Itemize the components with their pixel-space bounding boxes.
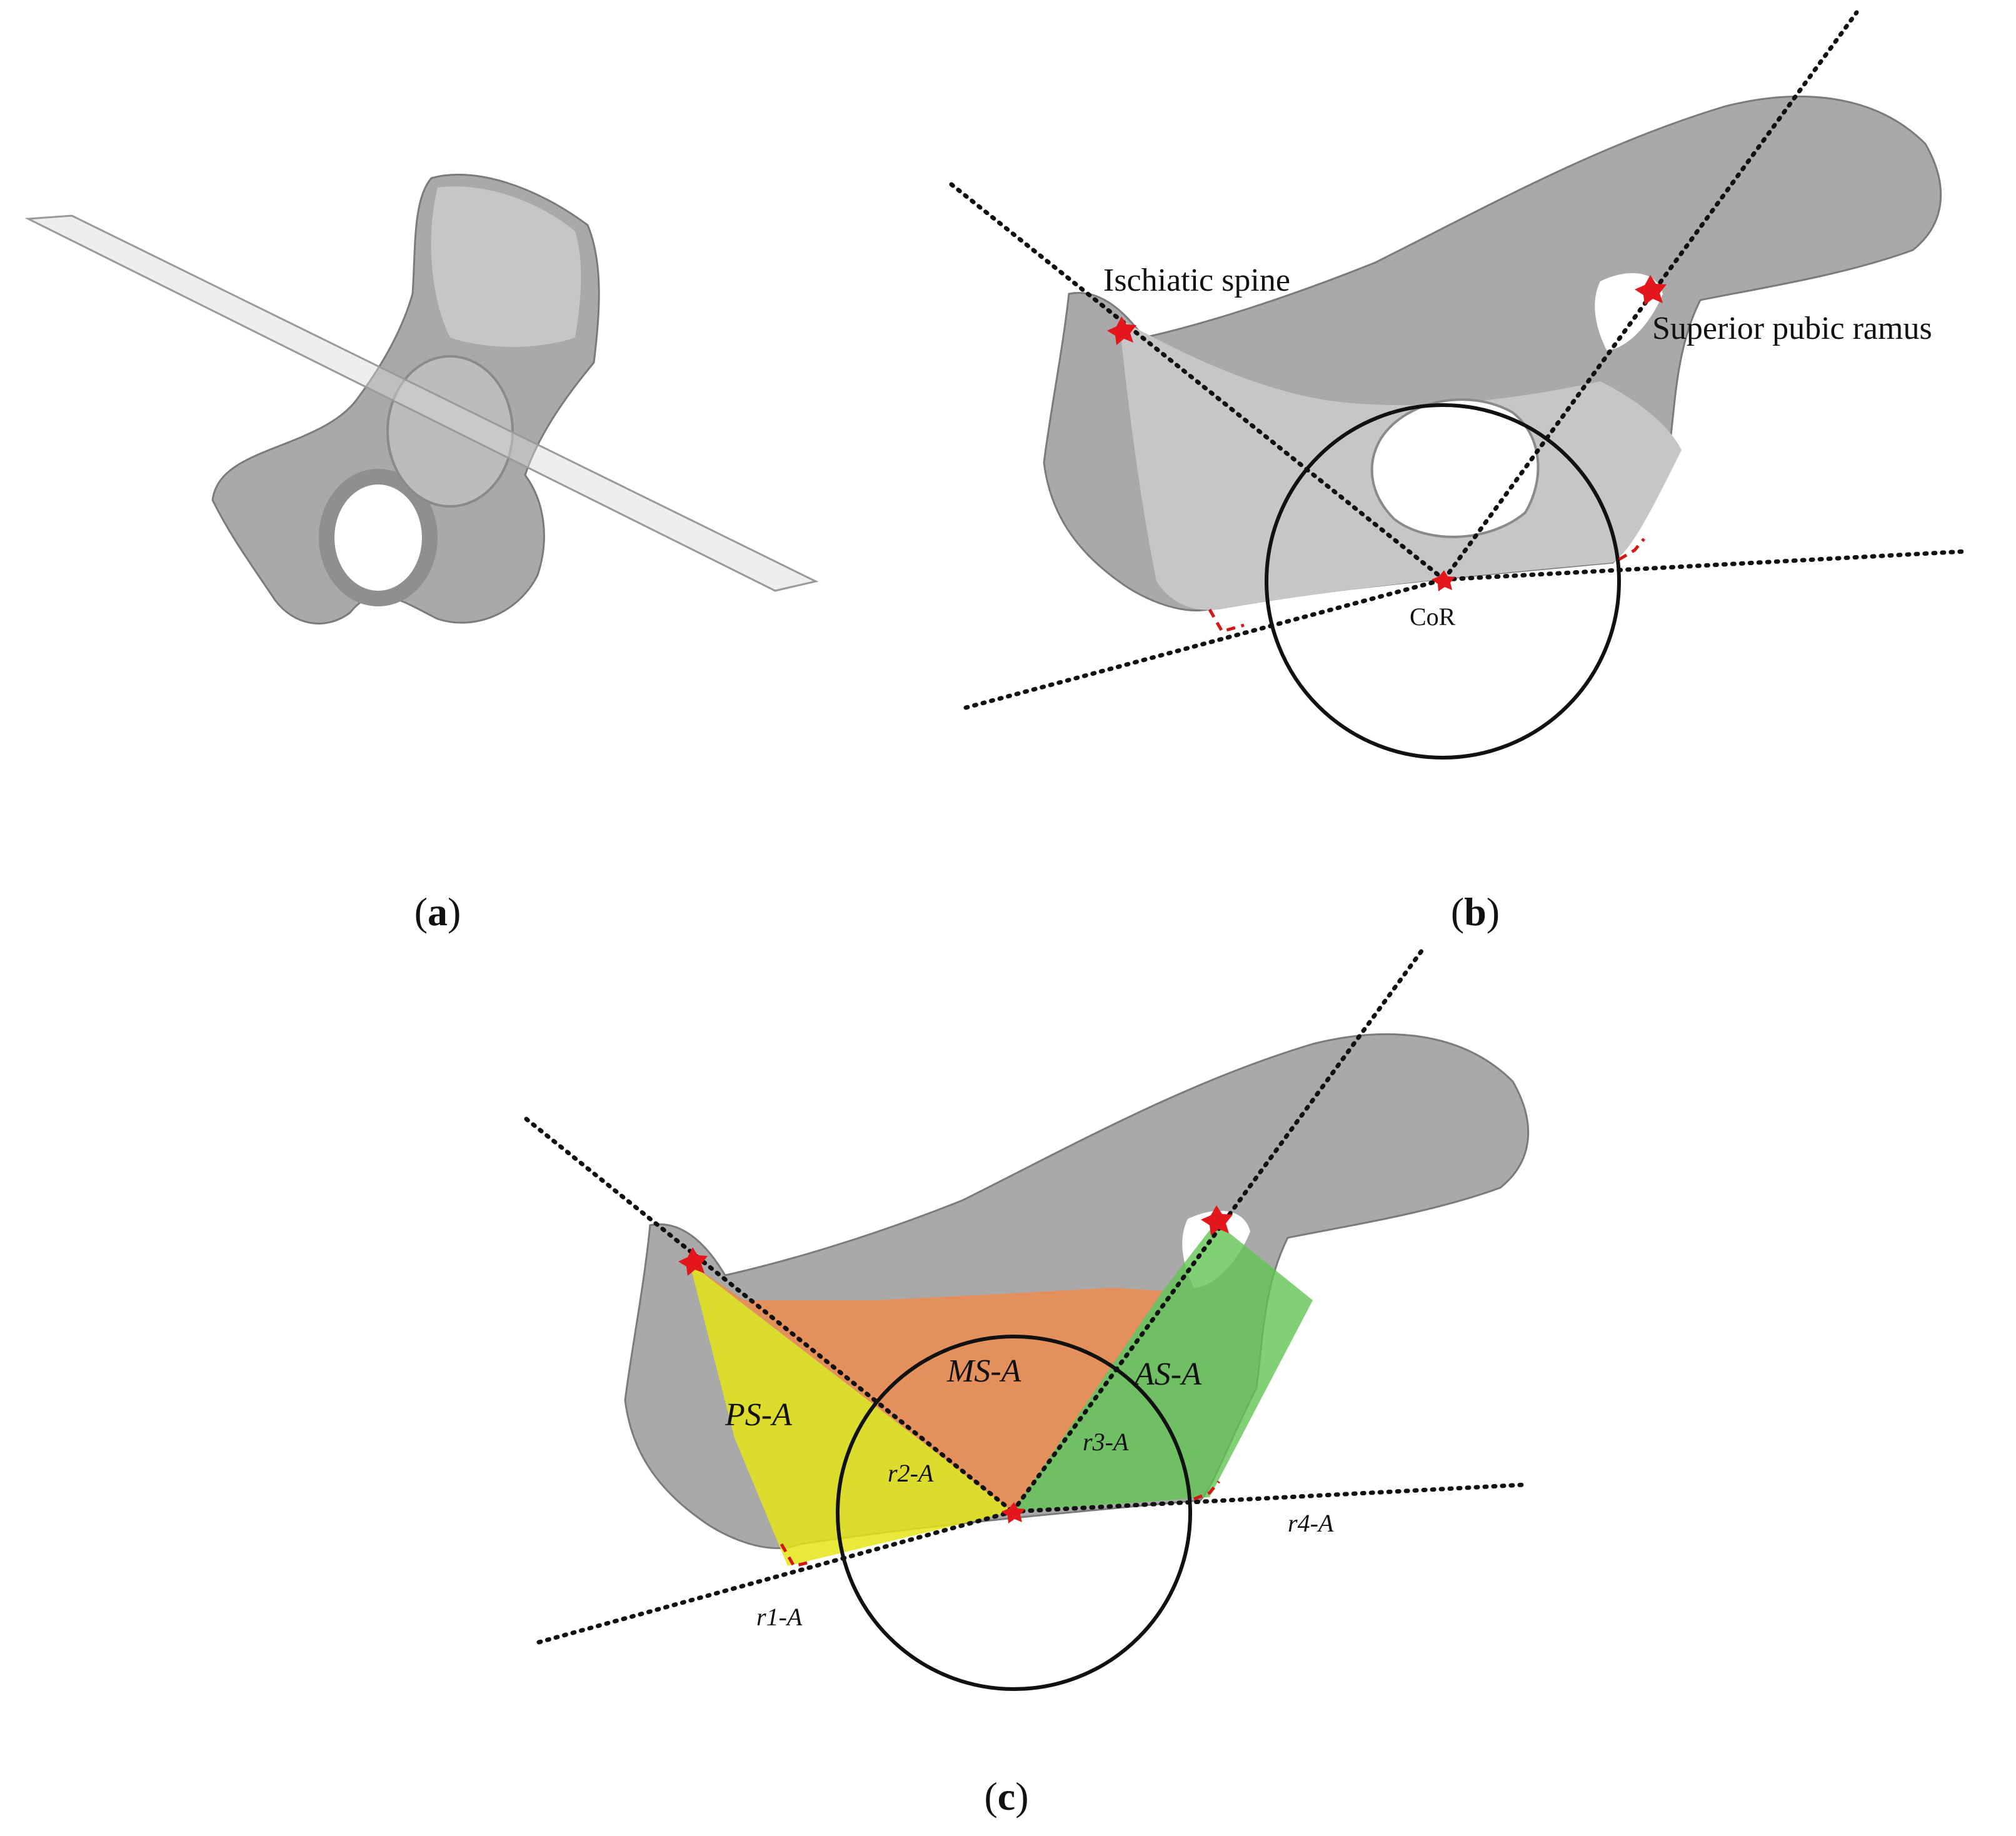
panel-b-anterior-margin [1618, 538, 1645, 561]
panel-c-posterior-tangent [536, 1509, 1015, 1645]
panel-c-acetabular-circle [836, 1335, 1192, 1691]
panel-c-caption: (c) [984, 1774, 1028, 1818]
panel-b-anterior-tangent [1442, 549, 1968, 582]
panel-c: PS-A MS-A AS-A r1-A r2-A r3-A r4-A (c) [524, 948, 1530, 1818]
panel-c-cor-marker [1001, 1502, 1025, 1523]
panel-c-posterior-margin [780, 1543, 813, 1568]
panel-c-label-r2: r2-A [888, 1459, 934, 1487]
panel-b-pelvis-illustration [1043, 95, 1942, 611]
panel-c-label-r1: r1-A [756, 1603, 803, 1631]
panel-a: (a) [24, 173, 819, 934]
panel-c-anterior-margin [1193, 1480, 1220, 1501]
panel-c-label-as: AS-A [1133, 1357, 1201, 1392]
obturator-foramen [334, 484, 422, 591]
cutting-plane [24, 214, 819, 592]
panel-b-label-superior-pubic-ramus: Superior pubic ramus [1652, 311, 1932, 346]
panel-c-anterior-tangent [1010, 1482, 1528, 1514]
panel-b-caption: (b) [1451, 890, 1500, 934]
panel-c-posterior-line [524, 1116, 1015, 1514]
panel-c-label-r3: r3-A [1083, 1428, 1129, 1456]
panel-c-label-ps: PS-A [725, 1397, 792, 1433]
panel-c-ischiatic-spine-marker [678, 1247, 708, 1276]
panel-c-region-as [1013, 1222, 1313, 1512]
acetabulum-fossa [1370, 398, 1540, 538]
panel-c-label-ms: MS-A [946, 1353, 1021, 1389]
panel-b-superior-pubic-ramus-marker [1635, 275, 1667, 305]
panel-c-label-r4: r4-A [1288, 1509, 1334, 1537]
panel-b-acetabular-circle [1265, 403, 1621, 760]
panel-b-label-cor: CoR [1410, 603, 1456, 631]
panel-b-cor-marker [1432, 570, 1455, 591]
panel-b-posterior-tangent [963, 577, 1447, 710]
panel-c-region-ms [690, 1263, 1163, 1512]
panel-b-ischiatic-spine-marker [1107, 316, 1136, 345]
panel-b-posterior-margin [1208, 608, 1245, 633]
panel-b-posterior-line [949, 182, 1447, 582]
panel-c-region-ps [690, 1263, 1013, 1566]
panel-b-label-ischiatic-spine: Ischiatic spine [1103, 263, 1290, 298]
panel-c-anterior-line [1010, 948, 1425, 1514]
panel-b: Ischiatic spine Superior pubic ramus CoR… [949, 10, 1968, 934]
panel-a-hip-bone-illustration [211, 173, 600, 625]
panel-a-caption: (a) [414, 890, 461, 934]
panel-c-superior-pubic-ramus-marker [1201, 1205, 1233, 1235]
